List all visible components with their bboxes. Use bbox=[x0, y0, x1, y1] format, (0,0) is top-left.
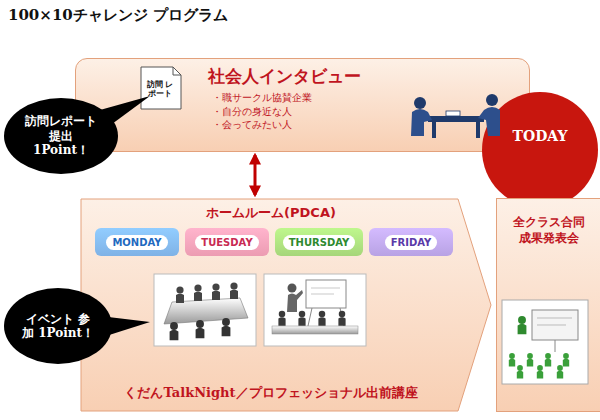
node-text: ・会ってみたい人 bbox=[212, 118, 521, 132]
node-text: 訪問 レポート bbox=[144, 80, 176, 98]
node-text: ・自分の身近な人 bbox=[212, 105, 521, 119]
node-text: くだんTalkNight／プロフェッショナル出前講座 bbox=[124, 384, 417, 402]
day-badge: TUESDAY bbox=[185, 228, 269, 256]
day-badge: THURSDAY bbox=[275, 228, 363, 256]
callout-tail bbox=[100, 316, 150, 336]
node-text: 全クラス合同 成果発表会 bbox=[509, 215, 589, 246]
panel-outline bbox=[81, 199, 491, 411]
presentation-illustration bbox=[502, 300, 588, 384]
day-label: THURSDAY bbox=[283, 235, 356, 250]
presentation-panel: 全クラス合同 成果発表会 bbox=[496, 198, 600, 412]
day-label: FRIDAY bbox=[385, 235, 438, 250]
panel-heading: ホームルーム(PDCA) bbox=[206, 204, 336, 222]
report-icon: 訪問 レポート bbox=[140, 66, 182, 110]
double-arrow bbox=[254, 155, 257, 195]
paper-fold bbox=[173, 67, 181, 75]
meeting-illustration bbox=[264, 274, 366, 346]
diagram-title: 100×10チャレンジ プログラム bbox=[8, 6, 228, 25]
callout-text: 訪問レポート 提出 1Point！ bbox=[23, 114, 99, 157]
node-text: ・職サークル協賛企業 bbox=[212, 91, 521, 105]
day-label: TUESDAY bbox=[195, 235, 258, 250]
point-callout: イベント 参加 1Point！ bbox=[4, 288, 112, 364]
interview-illustration bbox=[411, 94, 500, 138]
interview-panel: 社会人インタビュー・職サークル協賛企業・自分の身近な人・会ってみたい人 訪問 レポ… bbox=[75, 58, 530, 152]
meeting-illustration bbox=[154, 274, 256, 346]
callout-text: イベント 参加 1Point！ bbox=[20, 312, 96, 341]
day-badge: MONDAY bbox=[95, 228, 179, 256]
node-text: TODAY bbox=[513, 128, 568, 144]
callout-tail bbox=[100, 96, 150, 124]
today-circle: TODAY bbox=[482, 92, 598, 208]
point-callout: 訪問レポート 提出 1Point！ bbox=[4, 98, 118, 174]
homeroom-panel: ホームルーム(PDCA) くだんTalkNight／プロフェッショナル出前講座 MO… bbox=[80, 198, 492, 412]
day-label: MONDAY bbox=[106, 235, 167, 250]
panel-heading: 社会人インタビュー bbox=[208, 65, 521, 88]
day-badge: FRIDAY bbox=[369, 228, 453, 256]
paper-outline bbox=[141, 67, 181, 109]
